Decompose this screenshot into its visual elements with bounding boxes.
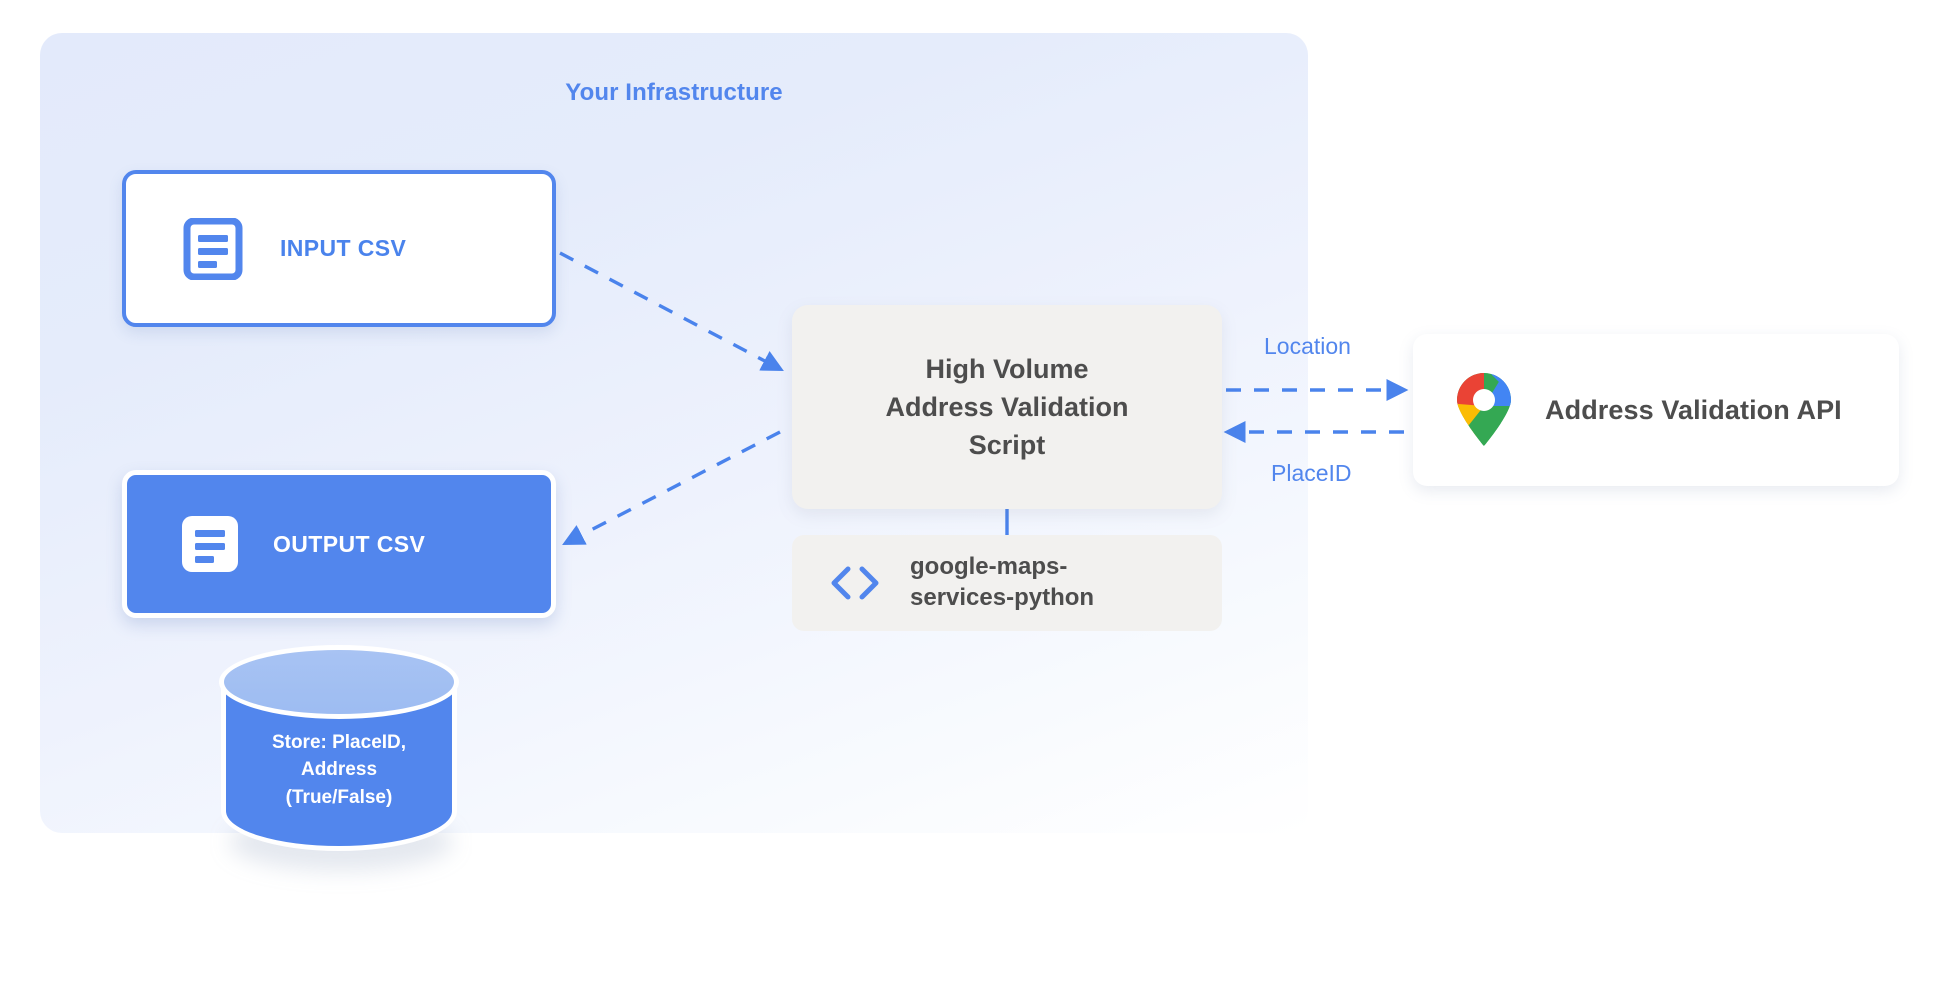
- node-validation-script[interactable]: High Volume Address Validation Script: [792, 305, 1222, 509]
- node-input-csv[interactable]: INPUT CSV: [122, 170, 556, 327]
- script-title-block: High Volume Address Validation Script: [885, 350, 1128, 465]
- library-label-line-2: services-python: [910, 584, 1095, 611]
- node-output-csv[interactable]: OUTPUT CSV: [122, 470, 556, 618]
- edge-label-location: Location: [1264, 333, 1351, 359]
- panel-title: Your Infrastructure: [565, 79, 783, 106]
- node-database-store[interactable]: Store: PlaceID, Address (True/False): [215, 645, 463, 875]
- database-label-line-1: Store: PlaceID,: [271, 732, 407, 753]
- output-csv-label: OUTPUT CSV: [273, 530, 426, 557]
- database-label-line-2: Address: [300, 759, 378, 781]
- google-maps-pin-icon: [1457, 373, 1512, 447]
- database-top-ellipse: [219, 645, 459, 719]
- script-title-line-2: Address Validation: [885, 391, 1129, 422]
- document-icon: [182, 516, 238, 572]
- script-title-line-3: Script: [968, 430, 1046, 461]
- document-icon: [183, 217, 243, 280]
- node-address-validation-api[interactable]: Address Validation API: [1413, 334, 1899, 486]
- input-csv-label: INPUT CSV: [280, 235, 407, 261]
- database-label-block: Store: PlaceID, Address (True/False): [215, 729, 463, 811]
- script-title-line-1: High Volume: [925, 353, 1089, 384]
- code-brackets-icon: [831, 566, 879, 600]
- database-label-line-3: (True/False): [285, 786, 393, 808]
- library-label-block: google-maps- services-python: [910, 552, 1094, 613]
- library-label-line-1: google-maps-: [910, 553, 1068, 581]
- api-label: Address Validation API: [1545, 394, 1842, 425]
- node-client-library[interactable]: google-maps- services-python: [792, 535, 1222, 631]
- edge-label-placeid: PlaceID: [1271, 460, 1352, 486]
